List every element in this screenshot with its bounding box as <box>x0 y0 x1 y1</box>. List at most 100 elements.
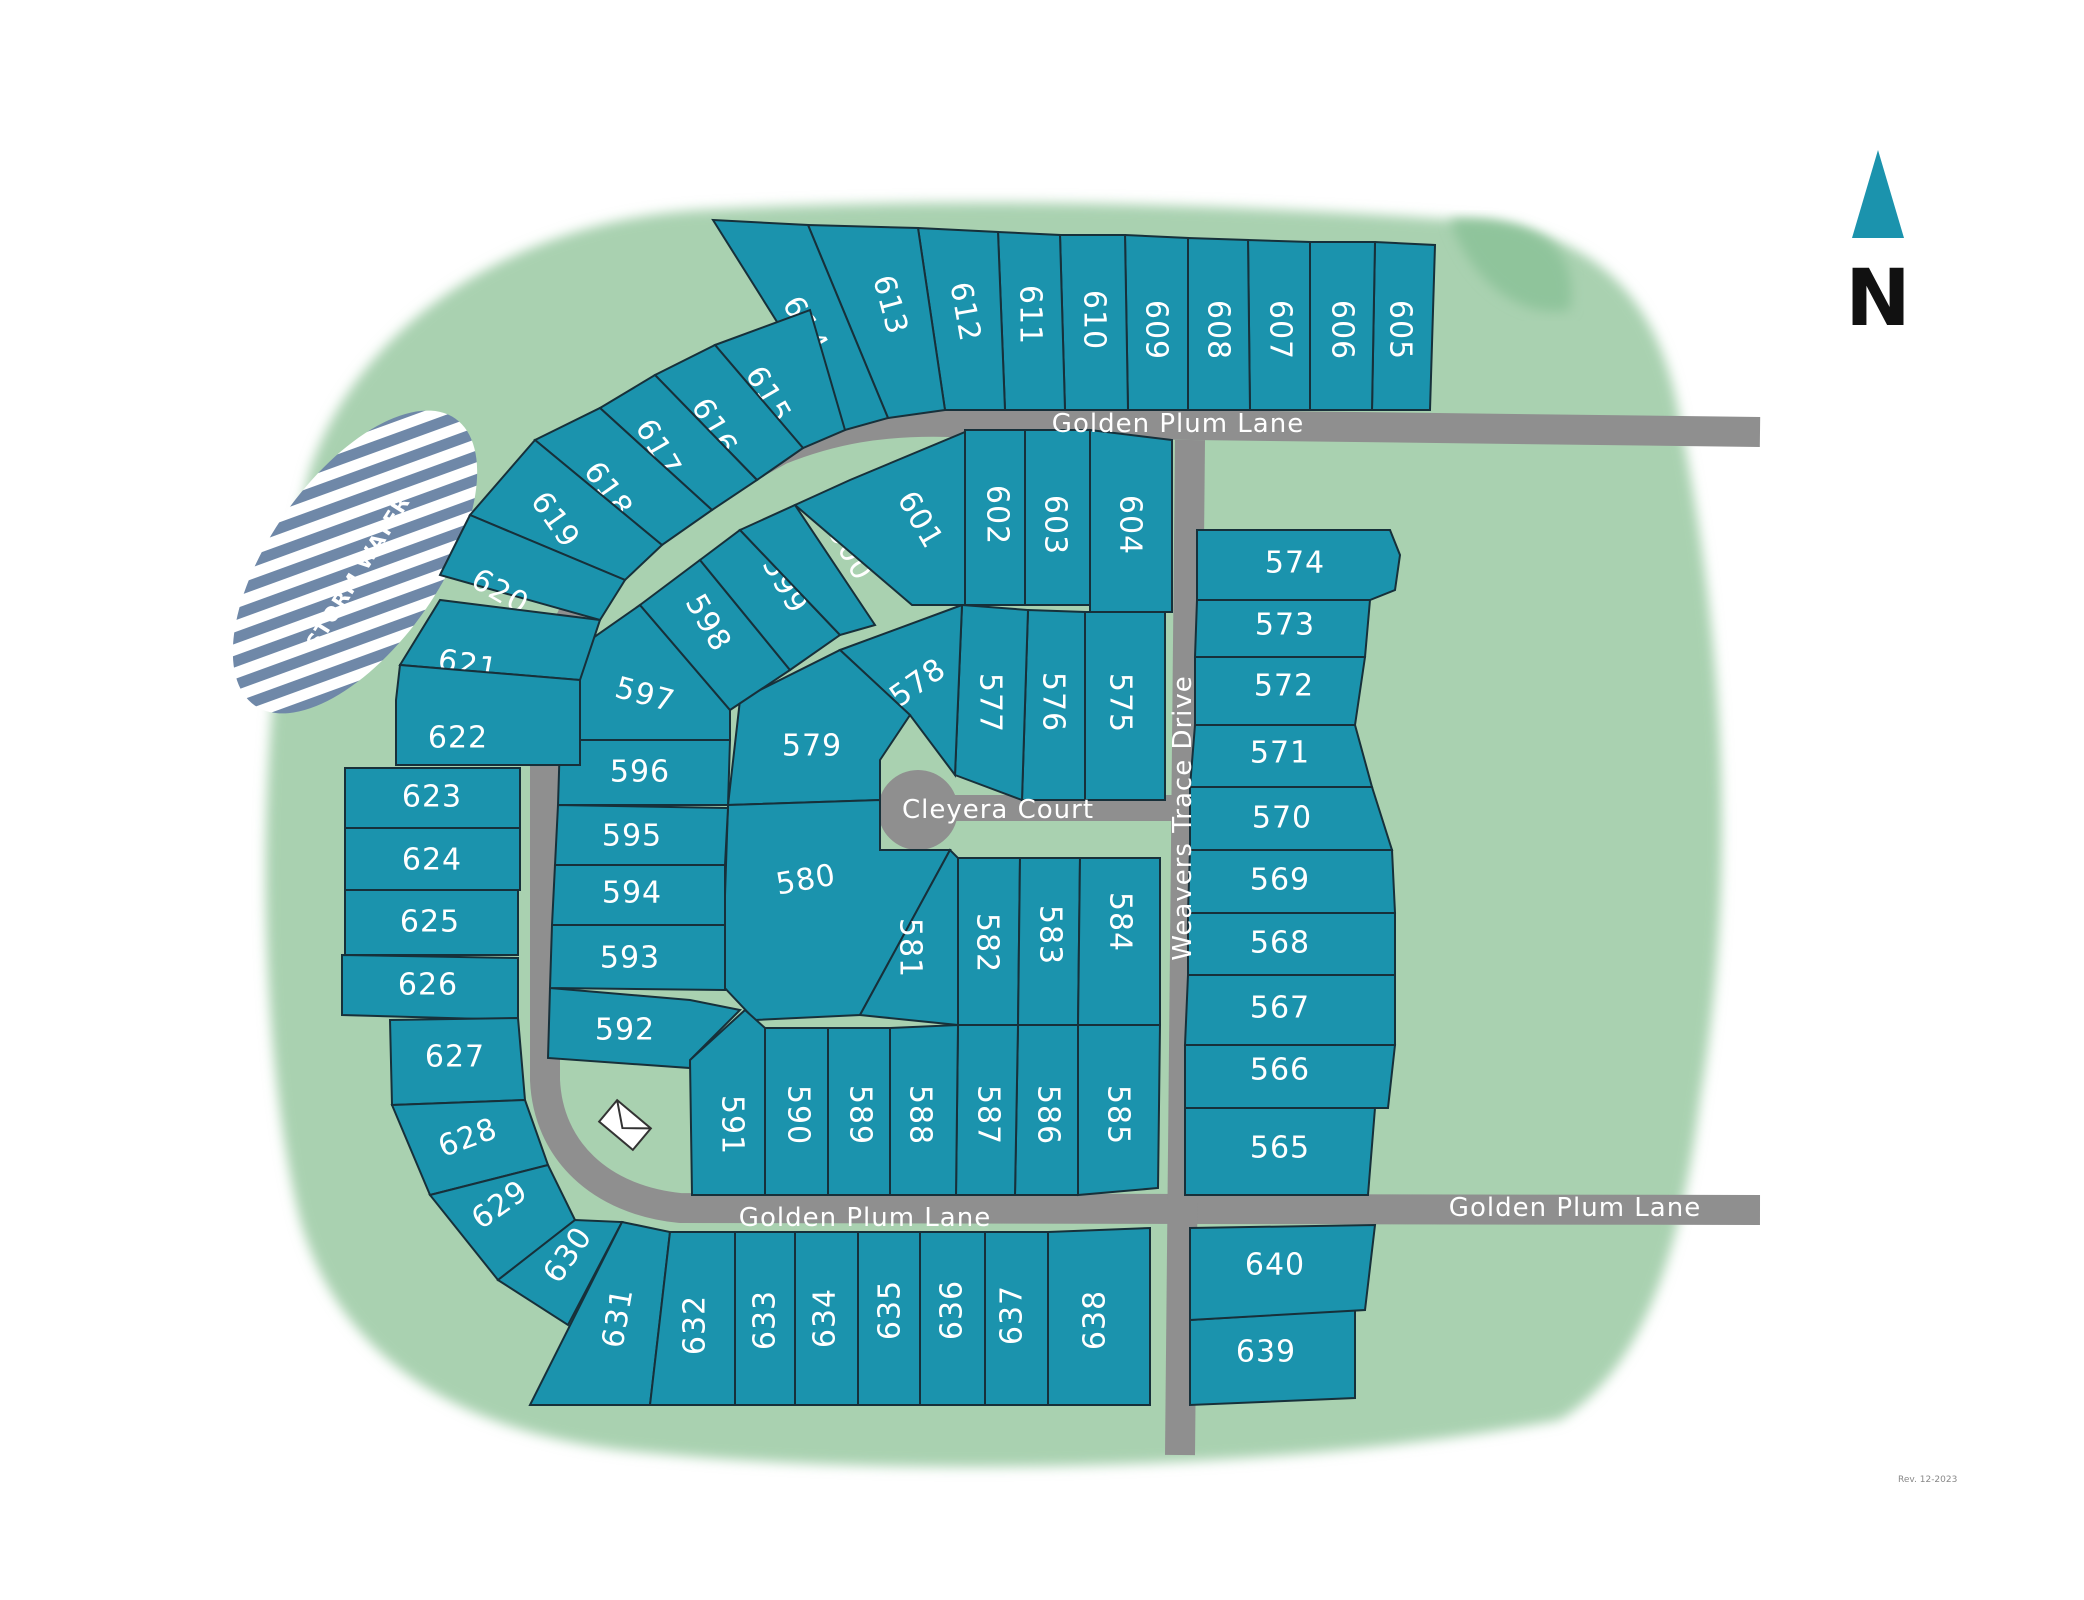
lot-577[interactable]: 577 <box>953 603 1030 802</box>
lot-602-shape[interactable] <box>964 429 1026 606</box>
lot-595[interactable]: 595 <box>553 803 730 866</box>
lot-622[interactable]: 622 <box>395 663 581 766</box>
lot-609[interactable]: 609 <box>1123 233 1189 411</box>
lot-587-shape[interactable] <box>954 1024 1020 1196</box>
lot-626-shape[interactable] <box>341 953 519 1022</box>
lot-575-shape[interactable] <box>1084 611 1166 801</box>
lot-576-shape[interactable] <box>1020 608 1086 801</box>
lot-594[interactable]: 594 <box>550 864 726 926</box>
lot-574[interactable]: 574 <box>1196 529 1402 601</box>
lot-588[interactable]: 588 <box>889 1023 960 1196</box>
lot-584-shape[interactable] <box>1076 857 1161 1026</box>
lot-624-shape[interactable] <box>344 827 521 891</box>
lot-633-shape[interactable] <box>734 1231 796 1406</box>
lot-573[interactable]: 573 <box>1193 599 1372 658</box>
lot-584[interactable]: 584 <box>1076 857 1161 1026</box>
lot-622-shape[interactable] <box>395 663 581 766</box>
lot-583-shape[interactable] <box>1016 857 1082 1026</box>
lot-585-shape[interactable] <box>1077 1024 1162 1197</box>
lot-575[interactable]: 575 <box>1084 611 1166 801</box>
lot-571[interactable]: 571 <box>1188 724 1374 788</box>
lot-608[interactable]: 608 <box>1187 236 1252 411</box>
lot-569-shape[interactable] <box>1186 849 1397 914</box>
lot-636[interactable]: 636 <box>919 1231 986 1406</box>
lot-593[interactable]: 593 <box>548 924 726 992</box>
lot-607[interactable]: 607 <box>1246 238 1311 411</box>
lot-625-shape[interactable] <box>344 889 519 956</box>
lot-600-shape[interactable] <box>738 503 877 637</box>
lot-634-shape[interactable] <box>794 1231 859 1406</box>
lot-638[interactable]: 638 <box>1047 1226 1151 1406</box>
lot-609-shape[interactable] <box>1123 233 1189 411</box>
lot-637[interactable]: 637 <box>984 1231 1049 1406</box>
lot-574-shape[interactable] <box>1196 529 1402 601</box>
lot-620-shape[interactable] <box>438 513 627 622</box>
lot-582-shape[interactable] <box>957 857 1022 1026</box>
lot-623-shape[interactable] <box>344 767 521 829</box>
lot-635[interactable]: 635 <box>857 1231 921 1406</box>
lot-637-shape[interactable] <box>984 1231 1049 1406</box>
lot-593-shape[interactable] <box>548 924 726 992</box>
lot-633[interactable]: 633 <box>734 1231 796 1406</box>
lot-640[interactable]: 640 <box>1189 1223 1377 1322</box>
lot-582[interactable]: 582 <box>957 857 1022 1026</box>
lot-586[interactable]: 586 <box>1013 1024 1079 1196</box>
lot-627[interactable]: 627 <box>388 1016 527 1107</box>
lot-602[interactable]: 602 <box>964 429 1026 606</box>
lot-636-shape[interactable] <box>919 1231 986 1406</box>
lot-638-shape[interactable] <box>1047 1226 1151 1406</box>
lot-577-shape[interactable] <box>953 603 1030 802</box>
lot-570-shape[interactable] <box>1189 786 1394 851</box>
lot-568[interactable]: 568 <box>1187 912 1396 976</box>
lot-640-shape[interactable] <box>1189 1223 1377 1322</box>
lot-639[interactable]: 639 <box>1189 1308 1356 1407</box>
lot-576[interactable]: 576 <box>1020 608 1086 801</box>
lot-607-shape[interactable] <box>1246 238 1311 411</box>
lot-623[interactable]: 623 <box>344 767 521 829</box>
lot-585[interactable]: 585 <box>1077 1024 1162 1197</box>
lot-586-shape[interactable] <box>1013 1024 1079 1196</box>
lot-611[interactable]: 611 <box>996 230 1067 411</box>
lot-589-shape[interactable] <box>827 1027 891 1196</box>
lot-595-shape[interactable] <box>553 803 730 866</box>
lot-570[interactable]: 570 <box>1189 786 1394 851</box>
lot-571-shape[interactable] <box>1188 724 1374 788</box>
lot-596-shape[interactable] <box>556 739 732 806</box>
lot-603[interactable]: 603 <box>1024 429 1091 606</box>
lot-590-shape[interactable] <box>764 1027 829 1196</box>
lot-588-shape[interactable] <box>889 1023 960 1196</box>
lot-568-shape[interactable] <box>1187 912 1396 976</box>
lot-567-shape[interactable] <box>1183 974 1396 1046</box>
lot-587[interactable]: 587 <box>954 1024 1020 1196</box>
lot-611-shape[interactable] <box>996 230 1067 411</box>
lot-634[interactable]: 634 <box>794 1231 859 1406</box>
lot-567[interactable]: 567 <box>1183 974 1396 1046</box>
lot-625[interactable]: 625 <box>344 889 519 956</box>
lot-569[interactable]: 569 <box>1186 849 1397 914</box>
lot-627-shape[interactable] <box>388 1016 527 1107</box>
lot-604-shape[interactable] <box>1089 428 1173 613</box>
lot-590[interactable]: 590 <box>764 1027 829 1196</box>
lot-639-shape[interactable] <box>1189 1308 1356 1407</box>
lot-572[interactable]: 572 <box>1194 656 1367 726</box>
lot-608-shape[interactable] <box>1187 236 1252 411</box>
lot-566-shape[interactable] <box>1184 1044 1397 1109</box>
lot-624[interactable]: 624 <box>344 827 521 891</box>
lot-583[interactable]: 583 <box>1016 857 1082 1026</box>
lot-606-shape[interactable] <box>1309 241 1377 411</box>
lot-594-shape[interactable] <box>550 864 726 926</box>
lot-566[interactable]: 566 <box>1184 1044 1397 1109</box>
lot-610[interactable]: 610 <box>1058 234 1130 411</box>
lot-589[interactable]: 589 <box>827 1027 891 1196</box>
lot-592-shape[interactable] <box>546 986 743 1070</box>
lot-603-shape[interactable] <box>1024 429 1091 606</box>
lot-610-shape[interactable] <box>1058 234 1130 411</box>
lot-565[interactable]: 565 <box>1184 1107 1377 1196</box>
lot-605[interactable]: 605 <box>1370 240 1437 411</box>
lot-572-shape[interactable] <box>1194 656 1367 726</box>
lot-596[interactable]: 596 <box>556 739 732 806</box>
lot-573-shape[interactable] <box>1193 599 1372 658</box>
lot-565-shape[interactable] <box>1184 1107 1377 1196</box>
lot-626[interactable]: 626 <box>341 953 519 1022</box>
lot-605-shape[interactable] <box>1370 240 1437 411</box>
